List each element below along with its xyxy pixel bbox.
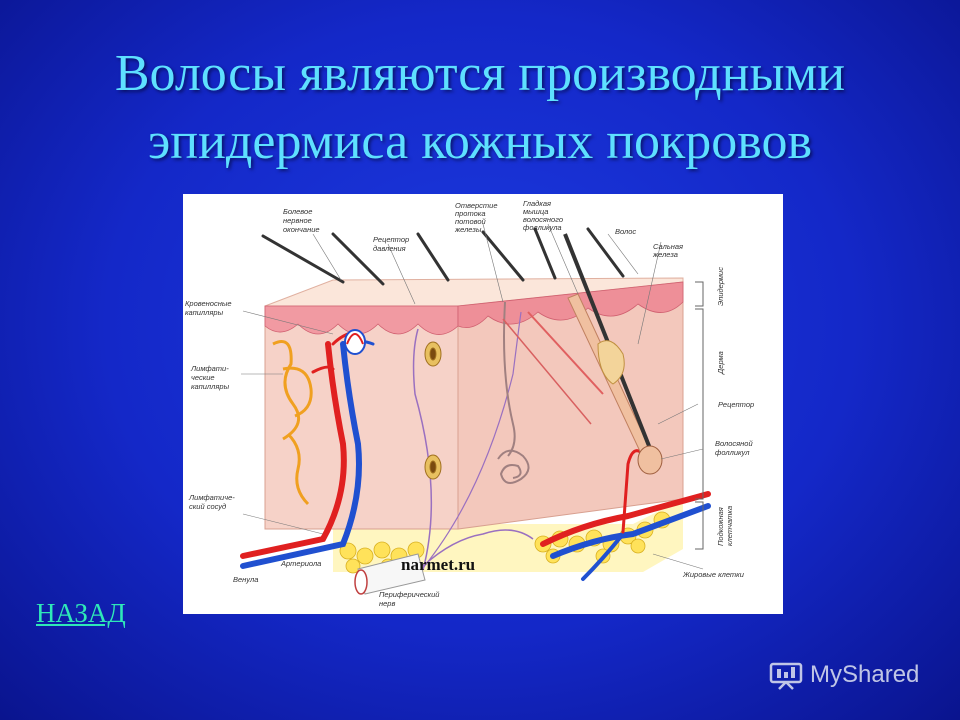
label-pain-3: окончание: [283, 225, 320, 234]
label-hair: Волос: [615, 227, 636, 236]
label-sweat-2: протока: [455, 209, 486, 218]
label-pain-1: Болевое: [283, 207, 312, 216]
label-pain-2: нервное: [283, 216, 312, 225]
label-lymph-cap-1: Лимфати-: [190, 364, 229, 373]
label-epidermis: Эпидермис: [716, 267, 725, 306]
skin-diagram: Болевое нервное окончание Рецептор давле…: [183, 194, 783, 614]
sweat-gland: [497, 301, 530, 484]
skin-diagram-svg: Болевое нервное окончание Рецептор давле…: [185, 199, 754, 608]
label-blood-cap-1: Кровеносные: [185, 299, 232, 308]
epidermis-band-side: [457, 281, 684, 329]
label-venule: Венула: [233, 575, 258, 584]
label-muscle-3: волосяного: [523, 215, 563, 224]
label-lymph-cap-3: капилляры: [191, 382, 230, 391]
slide-title: Волосы являются производными эпидермиса …: [0, 40, 960, 176]
label-subcutaneous-2: клетчатка: [725, 506, 734, 546]
label-lymph-vessel-2: ский сосуд: [189, 502, 226, 511]
label-pressure-1: Рецептор: [373, 235, 409, 244]
label-sweat-3: потовой: [455, 217, 487, 226]
label-sebaceous-2: железа: [652, 250, 678, 259]
label-nerve-1: Периферический: [379, 590, 440, 599]
label-blood-cap-2: капилляры: [185, 308, 224, 317]
label-muscle-1: Гладкая: [523, 199, 551, 208]
blood-vessels: [240, 330, 711, 581]
label-muscle-2: мышца: [523, 207, 548, 216]
title-line-2: эпидермиса кожных покровов: [147, 113, 813, 170]
label-muscle-4: фолликула: [523, 223, 562, 232]
label-lymph-cap-2: ческие: [191, 373, 215, 382]
lymph-capillaries: [272, 340, 313, 506]
label-subcutaneous-1: Подкожная: [716, 507, 725, 546]
brand-name: MyShared: [810, 661, 920, 688]
label-sweat-1: Отверстие: [455, 201, 498, 210]
myshared-logo: MyShared: [768, 658, 919, 692]
label-sweat-4: железы: [454, 225, 482, 234]
back-link[interactable]: НАЗАД: [36, 598, 126, 628]
presentation-icon: [769, 662, 803, 690]
capillary-loop: [344, 329, 366, 355]
leader-lines: [241, 223, 704, 570]
hair-follicles: [502, 233, 663, 475]
label-sebaceous-1: Сальная: [653, 242, 683, 251]
label-pressure-2: давления: [373, 244, 406, 253]
label-follicle-2: фолликул: [715, 448, 750, 457]
label-receptor: Рецептор: [718, 400, 754, 409]
diagram-labels: Болевое нервное окончание Рецептор давле…: [185, 199, 754, 608]
watermark: narmet.ru: [401, 555, 475, 574]
layer-brackets: [695, 281, 704, 550]
label-fat-cells: Жировые клетки: [682, 570, 745, 579]
label-dermis: Дерма: [716, 351, 725, 375]
label-nerve-2: нерв: [379, 599, 395, 608]
dermis-side: [457, 281, 684, 530]
title-line-1: Волосы являются производными: [114, 45, 846, 102]
label-follicle-1: Волосяной: [715, 439, 753, 448]
hair-shafts: [261, 227, 625, 286]
peripheral-nerve: [354, 311, 534, 595]
pressure-receptors: [424, 341, 442, 480]
label-arteriole: Артериола: [280, 559, 321, 568]
label-lymph-vessel-1: Лимфатиче-: [188, 493, 235, 502]
